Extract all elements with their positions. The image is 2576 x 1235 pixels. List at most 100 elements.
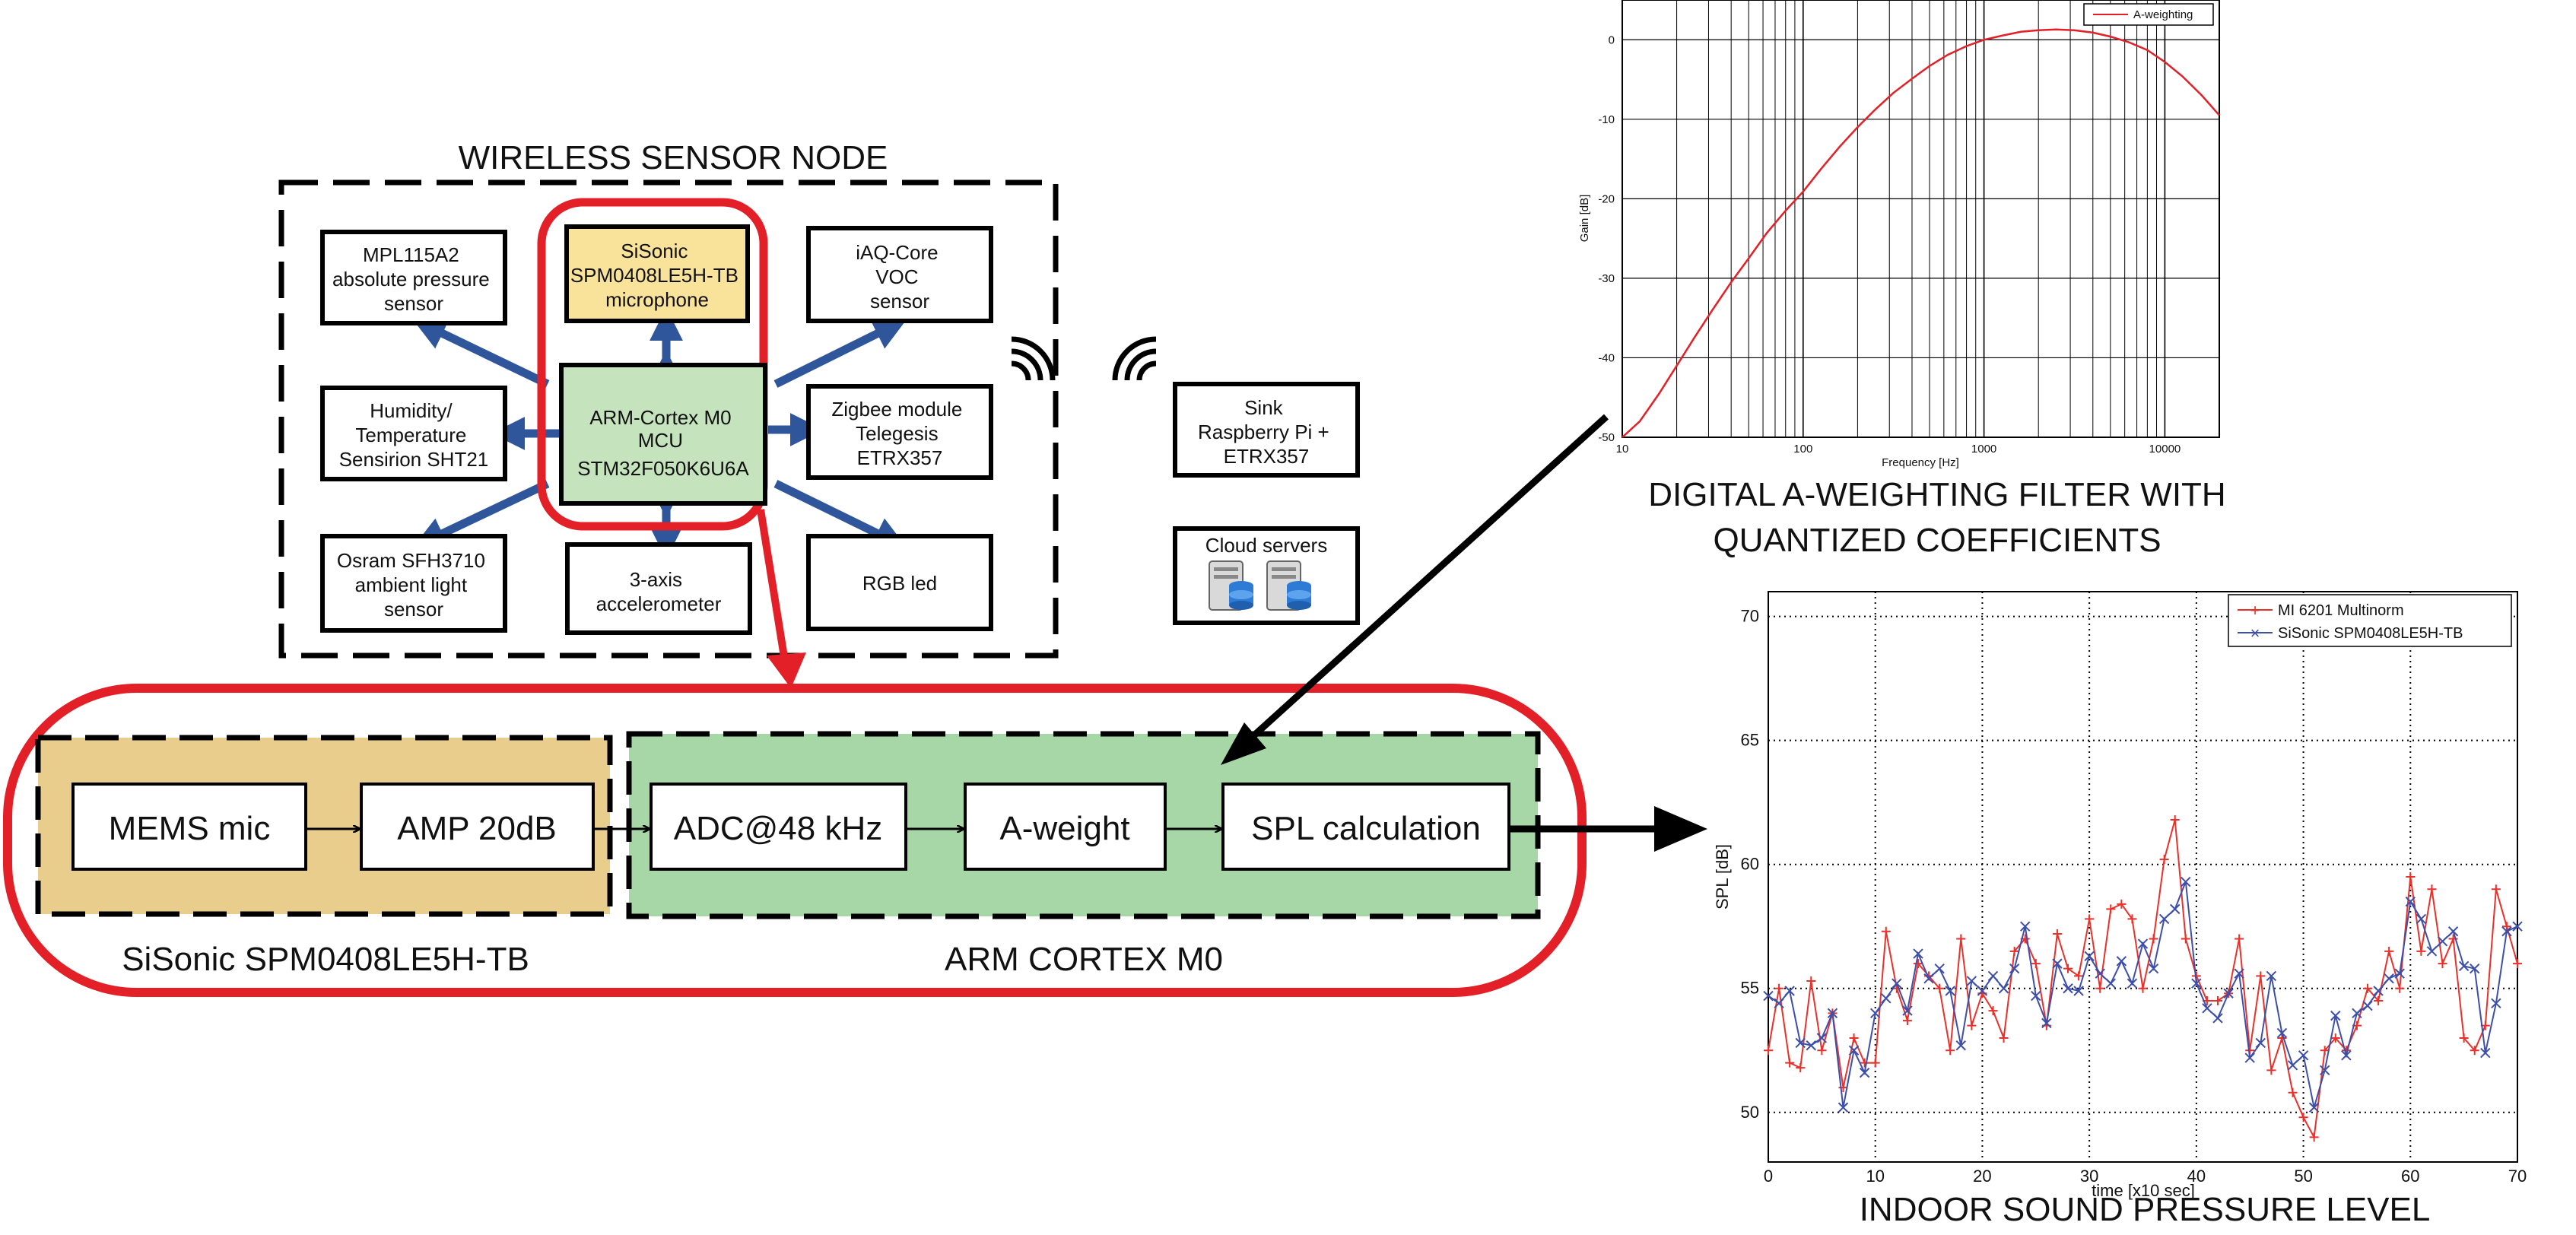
spl-point-marker xyxy=(1838,1102,1849,1113)
wireless-icon-sink xyxy=(1112,336,1157,381)
spl-point-marker xyxy=(1827,1008,1838,1019)
spl-point-marker xyxy=(1988,1006,1998,1016)
rgb-line-1: RGB led xyxy=(862,572,937,595)
sink-line-1: Sink xyxy=(1244,396,1284,419)
spl-point-marker xyxy=(2384,946,2394,956)
pipeline-highlight xyxy=(3,684,1587,997)
spl-point-marker xyxy=(1796,1063,1806,1073)
block-mems-mic: MEMS mic xyxy=(71,783,307,871)
spl-point-marker xyxy=(2095,968,2105,979)
svg-text:MPL115A2 absolute pres: MPL115A2 absolute pressure sensor xyxy=(332,243,495,315)
spl-point-marker xyxy=(1806,976,1816,986)
spl-point-marker xyxy=(2394,968,2405,979)
spl-point-marker xyxy=(2191,978,2202,989)
accel-line-2: accelerometer xyxy=(596,592,722,615)
spl-point-marker xyxy=(2148,963,2159,974)
spl-point-marker xyxy=(2181,934,2190,944)
wireless-sensor-node: WIRELESS SENSOR NODE MPL115A2 absolute p… xyxy=(278,139,1157,659)
mcu-line-2: MCU xyxy=(638,429,683,452)
bus-rgb xyxy=(773,480,907,549)
svg-text:Osram SFH3710 ambient: Osram SFH3710 ambient light sensor xyxy=(337,549,491,621)
spl-point-marker xyxy=(1934,963,1945,974)
spl-point-marker xyxy=(2447,926,2459,937)
spl-legend-label-0: MI 6201 Multinorm xyxy=(2278,602,2404,619)
spl-point-marker xyxy=(1966,976,1977,986)
aweighting-legend-label: A-weighting xyxy=(2133,8,2193,21)
spl-ylabel: SPL [dB] xyxy=(1713,844,1732,910)
spl-point-marker xyxy=(2063,964,2073,973)
spl-point-marker xyxy=(2416,913,2427,925)
spl-point-marker xyxy=(2320,1046,2330,1056)
zigbee-line-1: Zigbee module xyxy=(831,398,962,421)
filter-caption-line-1: DIGITAL A-WEIGHTING FILTER WITH xyxy=(1648,476,2225,513)
aweight-label: A-weight xyxy=(999,810,1129,847)
spl-xtick-label: 30 xyxy=(2080,1167,2098,1186)
box-light-sensor: Osram SFH3710 ambient light sensor xyxy=(320,534,507,633)
humidity-line-1: Humidity/ xyxy=(370,399,453,422)
spl-point-marker xyxy=(2031,990,2041,1002)
spl-xtick-label: 10 xyxy=(1866,1167,1884,1186)
box-rgb-led: RGB led xyxy=(806,534,993,631)
box-mcu: ARM-Cortex M0 MCU STM32F050K6U6A xyxy=(559,363,767,506)
spl-xtick-label: 60 xyxy=(2401,1167,2419,1186)
spl-point-marker xyxy=(1859,1067,1870,1078)
spl-point-marker xyxy=(2137,938,2149,949)
spl-point-marker xyxy=(2427,884,2437,894)
spl-point-marker xyxy=(1774,998,1784,1009)
node-title: WIRELESS SENSOR NODE xyxy=(459,139,888,176)
mcu-line-3: STM32F050K6U6A xyxy=(577,457,749,480)
spl-point-marker xyxy=(2170,903,2181,915)
spl-point-marker xyxy=(1881,993,1892,1004)
spl-point-marker xyxy=(2158,913,2170,925)
bus-connections xyxy=(412,307,907,560)
spl-point-marker xyxy=(1817,1046,1827,1056)
box-zigbee: Zigbee module Telegesis ETRX357 xyxy=(806,384,993,480)
spl-point-marker xyxy=(2298,1050,2309,1061)
bus-light xyxy=(412,480,550,549)
pressure-line-1: MPL115A2 xyxy=(363,243,459,266)
amp-label: AMP 20dB xyxy=(397,810,557,847)
spl-point-marker xyxy=(2052,929,2062,938)
spl-point-marker xyxy=(2330,1033,2340,1043)
spl-point-marker xyxy=(2127,978,2138,989)
spl-point-marker xyxy=(2170,815,2180,824)
spl-ytick-label: 55 xyxy=(1741,979,1759,998)
pressure-line-2: absolute pressure xyxy=(332,268,490,290)
sink-line-3: ETRX357 xyxy=(1224,445,1310,468)
svg-text:Zigbee module Telegesi: Zigbee module Telegesis ETRX357 xyxy=(831,398,967,469)
spl-point-marker xyxy=(1860,1058,1869,1068)
spl-xtick-label: 70 xyxy=(2508,1167,2527,1186)
spl-point-marker xyxy=(2095,983,2105,993)
spl-xtick-label: 40 xyxy=(2187,1167,2206,1186)
aweighting-xtick-label: 100 xyxy=(1793,443,1812,456)
spl-xtick-label: 20 xyxy=(1973,1167,1991,1186)
spl-point-marker xyxy=(2202,1003,2212,1014)
spl-point-marker xyxy=(2426,946,2438,957)
aweighting-xtick-label: 10 xyxy=(1616,443,1629,456)
spl-point-marker xyxy=(2384,973,2394,984)
light-line-1: Osram SFH3710 xyxy=(337,549,485,572)
aweighting-ylabel: Gain [dB] xyxy=(1578,195,1591,243)
spl-point-marker xyxy=(1870,1058,1880,1068)
spl-point-marker xyxy=(2127,914,2137,924)
spl-point-marker xyxy=(1987,970,1999,982)
filter-caption-line-2: QUANTIZED COEFFICIENTS xyxy=(1713,522,2161,559)
spl-legend: + MI 6201 Multinorm × SiSonic SPM0408LE5… xyxy=(2228,594,2512,647)
box-cloud-servers: Cloud servers xyxy=(1173,526,1360,625)
spl-legend-marker-1: × xyxy=(2250,624,2260,643)
wireless-icon-node xyxy=(1011,336,1056,381)
spl-xtick-label: 50 xyxy=(2294,1167,2312,1186)
aweighting-ytick-label: -10 xyxy=(1598,113,1615,126)
spl-point-marker xyxy=(2234,968,2244,979)
spl-ytick-label: 65 xyxy=(1741,731,1759,750)
spl-point-marker xyxy=(2395,983,2405,993)
voc-line-2: VOC xyxy=(875,265,918,288)
aweighting-xtick-label: 10000 xyxy=(2149,443,2181,456)
zigbee-line-2: Telegesis xyxy=(856,422,938,445)
spl-point-marker xyxy=(1806,1040,1816,1051)
spl-label: SPL calculation xyxy=(1251,810,1481,847)
svg-text:iAQ-Core VOC s: iAQ-Core VOC sensor xyxy=(856,241,944,313)
svg-text:3-axis accelerometer: 3-axis accelerometer xyxy=(596,568,722,615)
